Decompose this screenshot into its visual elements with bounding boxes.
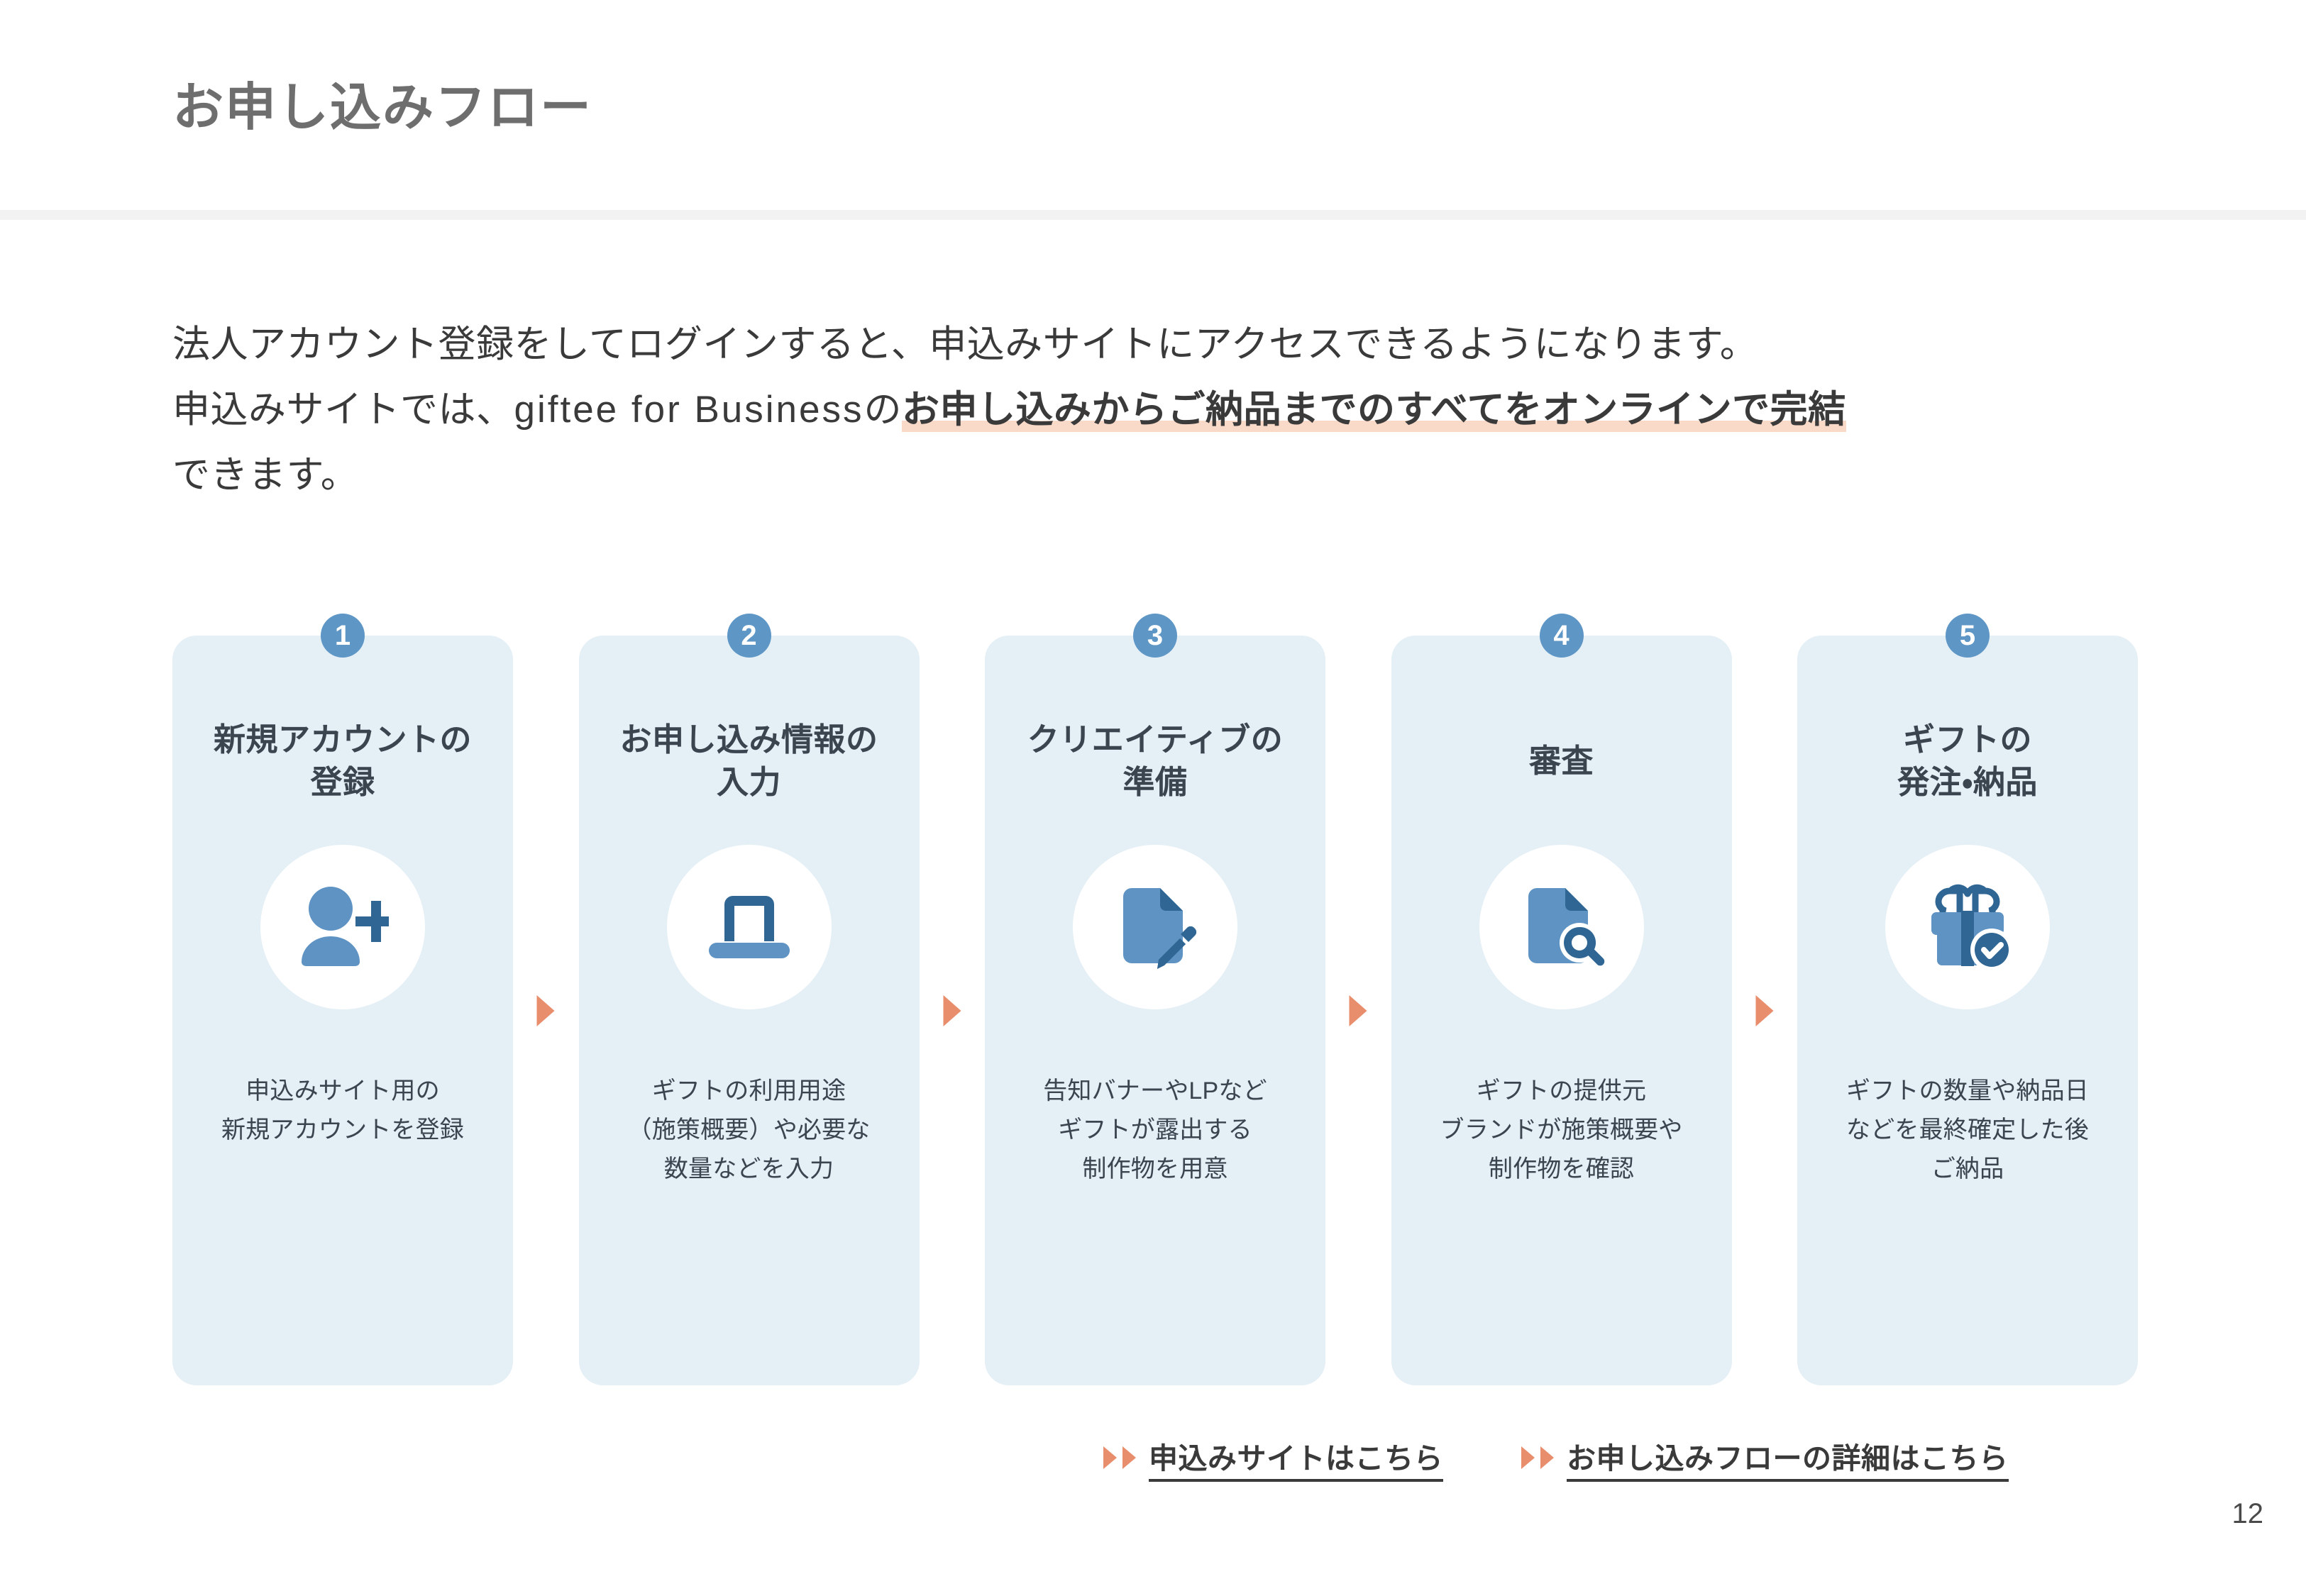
step-number-badge-1: 1 — [321, 614, 365, 658]
flow-card-desc-3-line1: 告知バナーやLPなど — [1043, 1077, 1267, 1104]
flow-card-desc-2-line1: ギフトの利用用途 — [651, 1077, 846, 1104]
lead-line-1: 法人アカウント登録をしてログインすると、申込みサイトにアクセスできるようになりま… — [172, 323, 1758, 365]
flow-card-5: ギフトの 発注・納品 ギ — [1797, 636, 2138, 1385]
flow-card-desc-1: 申込みサイト用の 新規アカウントを登録 — [221, 1072, 464, 1150]
flow-card-title-1: 新規アカウントの 登録 — [214, 715, 472, 807]
flow-card-title-2-line2: 入力 — [716, 764, 781, 800]
gift-check-icon — [1921, 882, 2014, 972]
flow-step-4: 4 審査 ギフトの提供元 ブランドが施策概要や 制作物 — [1391, 614, 1732, 1387]
application-flow: 1 新規アカウントの 登録 申込みサイト用の 新規アカウントを登録 — [172, 614, 2138, 1387]
flow-card-desc-5: ギフトの数量や納品日 などを最終確定した後 ご納品 — [1846, 1072, 2089, 1189]
flow-card-desc-2-line2: （施策概要）や必要な — [627, 1116, 871, 1143]
link-flow-details[interactable]: お申し込みフローの詳細はこちら — [1521, 1434, 2009, 1482]
flow-card-3: クリエイティブの 準備 告知バナーやLPなど ギフトが露出する 制作物 — [985, 636, 1325, 1385]
flow-card-desc-1-line2: 新規アカウントを登録 — [221, 1116, 464, 1143]
flow-card-desc-2: ギフトの利用用途 （施策概要）や必要な 数量などを入力 — [628, 1072, 871, 1189]
flow-card-title-3-line2: 準備 — [1122, 764, 1188, 800]
flow-step-2: 2 お申し込み情報の 入力 ギフトの利用用途 （施策概要）や必要な 数量などを入… — [578, 614, 920, 1387]
link-application-site[interactable]: 申込みサイトはこちら — [1103, 1434, 1443, 1482]
flow-card-desc-4-line1: ギフトの提供元 — [1476, 1077, 1647, 1104]
laptop-icon — [703, 890, 795, 964]
flow-card-1: 新規アカウントの 登録 申込みサイト用の 新規アカウントを登録 — [172, 636, 513, 1385]
flow-card-desc-5-line1: ギフトの数量や納品日 — [1846, 1077, 2089, 1104]
document-search-icon — [1517, 882, 1606, 972]
flow-card-desc-4-line2: ブランドが施策概要や — [1440, 1116, 1683, 1143]
double-triangle-icon — [1521, 1446, 1554, 1469]
flow-card-title-2: お申し込み情報の 入力 — [619, 715, 878, 807]
person-add-icon — [297, 885, 389, 969]
link-flow-details-label[interactable]: お申し込みフローの詳細はこちら — [1567, 1434, 2009, 1482]
flow-card-4: 審査 ギフトの提供元 ブランドが施策概要や 制作物を確認 — [1391, 636, 1732, 1385]
step-number-badge-4: 4 — [1539, 614, 1584, 658]
flow-step-1: 1 新規アカウントの 登録 申込みサイト用の 新規アカウントを登録 — [172, 614, 513, 1387]
double-triangle-icon — [1103, 1446, 1136, 1469]
flow-card-desc-4: ギフトの提供元 ブランドが施策概要や 制作物を確認 — [1440, 1072, 1683, 1189]
page-title: お申し込みフロー — [172, 79, 593, 136]
flow-card-desc-5-line2: などを最終確定した後 — [1846, 1116, 2089, 1143]
flow-step-5: 5 ギフトの 発注・納品 — [1797, 614, 2138, 1387]
lead-paragraph: 法人アカウント登録をしてログインすると、申込みサイトにアクセスできるようになりま… — [172, 312, 2159, 508]
icon-circle-4 — [1479, 845, 1644, 1009]
lead-highlight: お申し込みからご納品までのすべてをオンラインで完結 — [902, 389, 1846, 432]
icon-circle-1 — [260, 845, 425, 1009]
brand-name: giftee for Business — [514, 389, 864, 431]
icon-circle-2 — [666, 845, 832, 1009]
icon-circle-3 — [1073, 845, 1237, 1009]
step-number-badge-2: 2 — [727, 614, 771, 658]
lead-line-2: 申込みサイトでは、giftee for Businessのお申し込みからご納品ま… — [172, 377, 2159, 443]
header-divider — [0, 210, 2306, 220]
flow-step-3: 3 クリエイティブの 準備 告知バナーやLPなど — [985, 614, 1325, 1387]
slide-header: お申し込みフロー — [0, 0, 2306, 210]
step-number-badge-3: 3 — [1133, 614, 1177, 658]
flow-card-title-4: 審査 — [1529, 715, 1594, 807]
lead-line-2-mid: の — [864, 389, 903, 431]
flow-card-desc-4-line3: 制作物を確認 — [1488, 1156, 1635, 1182]
flow-card-desc-3: 告知バナーやLPなど ギフトが露出する 制作物を用意 — [1043, 1072, 1267, 1189]
flow-arrow-3 — [1325, 614, 1391, 1387]
flow-card-title-2-line1: お申し込み情報の — [619, 721, 878, 758]
flow-arrow-2 — [920, 614, 985, 1387]
flow-card-2: お申し込み情報の 入力 ギフトの利用用途 （施策概要）や必要な 数量などを入力 — [578, 636, 920, 1385]
page-number: 12 — [2231, 1498, 2264, 1529]
icon-circle-5 — [1885, 845, 2050, 1009]
step-number-badge-5: 5 — [1946, 614, 1990, 658]
link-application-site-label[interactable]: 申込みサイトはこちら — [1149, 1434, 1443, 1482]
flow-card-title-4-line1: 審査 — [1528, 743, 1594, 779]
lead-line-2-pre: 申込みサイトでは、 — [172, 389, 514, 431]
footer-links: 申込みサイトはこちら お申し込みフローの詳細はこちら — [1103, 1433, 2139, 1483]
flow-card-desc-2-line3: 数量などを入力 — [663, 1156, 834, 1182]
document-pencil-icon — [1110, 882, 1200, 972]
flow-card-desc-1-line1: 申込みサイト用の — [246, 1077, 440, 1104]
flow-card-desc-3-line2: ギフトが露出する — [1058, 1116, 1252, 1143]
flow-card-title-1-line1: 新規アカウントの — [213, 721, 472, 758]
lead-line-3: できます。 — [172, 454, 359, 496]
flow-card-title-5-line1: ギフトの — [1902, 721, 2032, 758]
flow-arrow-4 — [1732, 614, 1797, 1387]
flow-card-title-1-line2: 登録 — [310, 764, 375, 800]
flow-card-title-3: クリエイティブの 準備 — [1027, 715, 1283, 807]
flow-card-title-5: ギフトの 発注・納品 — [1897, 715, 2038, 807]
flow-card-title-5-line2: 発注・納品 — [1897, 764, 2038, 800]
flow-arrow-1 — [513, 614, 578, 1387]
flow-card-desc-3-line3: 制作物を用意 — [1082, 1156, 1228, 1182]
flow-card-title-3-line1: クリエイティブの — [1027, 721, 1284, 758]
flow-card-desc-5-line3: ご納品 — [1931, 1156, 2004, 1182]
